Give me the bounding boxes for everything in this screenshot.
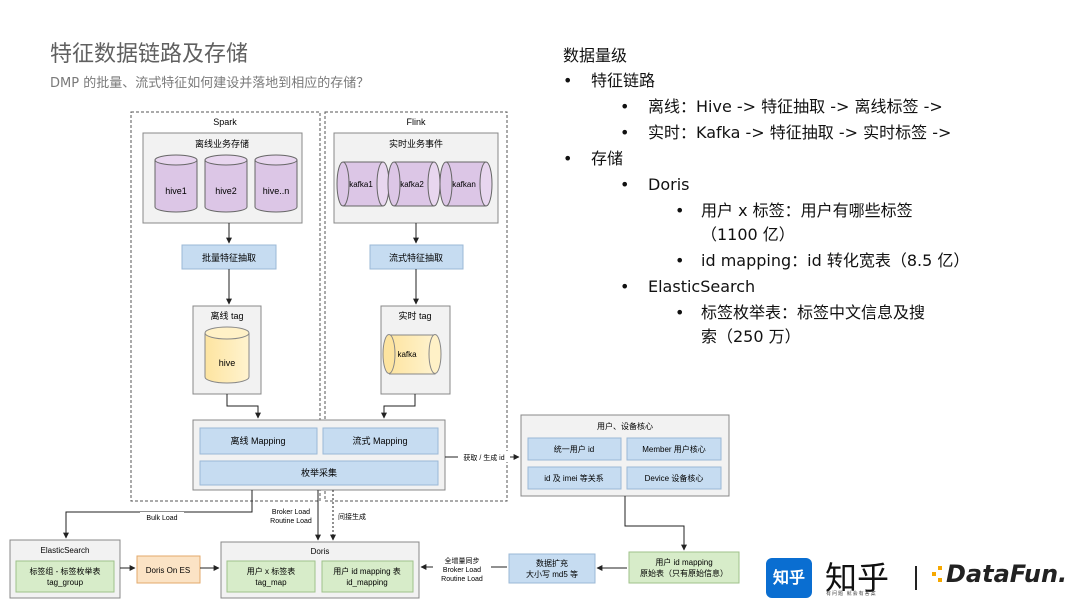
- doris-id-mapping-box: [321, 560, 414, 593]
- svg-text:Device 设备核心: Device 设备核心: [645, 473, 704, 483]
- svg-text:用户 id mapping: 用户 id mapping: [655, 557, 712, 567]
- stream-extract-label: 流式特征抽取: [389, 252, 443, 263]
- data-expand-box: [508, 553, 596, 584]
- edge-fetch-id: 获取 / 生成 id: [463, 453, 504, 462]
- edge-routine-load-2: Routine Load: [441, 576, 483, 583]
- zhihu-logo-icon: 知乎: [766, 558, 812, 598]
- bullet-icon: •: [620, 97, 630, 116]
- svg-text:大小写 md5 等: 大小写 md5 等: [526, 569, 578, 579]
- offline-store-title: 离线业务存储: [195, 138, 249, 149]
- spark-container: [130, 111, 321, 502]
- edge-routine-load-1: Routine Load: [270, 518, 312, 525]
- bullet-icon: •: [563, 71, 573, 90]
- svg-text:hive..n: hive..n: [263, 186, 290, 196]
- es-title: ElasticSearch: [41, 546, 90, 555]
- svg-text:hive1: hive1: [165, 186, 187, 196]
- svg-text:tag_group: tag_group: [47, 578, 84, 587]
- page-subtitle: DMP 的批量、流式特征如何建设并落地到相应的存储？: [50, 76, 370, 91]
- kafka1-cylinder: kafka1: [336, 161, 390, 207]
- zhihu-slogan: 有问题 就会有答案: [826, 591, 877, 597]
- edge-bulk-load: Bulk Load: [146, 515, 177, 522]
- es-tag-group-box: [15, 560, 115, 593]
- hive2-cylinder: hive2: [204, 154, 248, 213]
- svg-text:Member 用户核心: Member 用户核心: [642, 444, 706, 454]
- user-core-item-1: [527, 437, 622, 461]
- svg-text:kafkan: kafkan: [452, 180, 476, 189]
- edge-indirect: 间接生成: [338, 512, 366, 521]
- spark-label: Spark: [213, 117, 237, 127]
- offline-tag-title: 离线 tag: [210, 310, 243, 321]
- svg-text:标签组 - 标签枚举表: 标签组 - 标签枚举表: [29, 566, 100, 576]
- edge-full-sync: 全增量同步: [445, 556, 480, 565]
- bullet-icon: •: [620, 277, 630, 296]
- realtime-store-title: 实时业务事件: [389, 138, 443, 149]
- svg-text:原始表（只有原始信息）: 原始表（只有原始信息）: [640, 568, 728, 578]
- svg-text:hive: hive: [219, 358, 236, 368]
- kafka-tag-cylinder: kafka: [382, 334, 442, 375]
- brand-divider: [915, 566, 917, 590]
- offline-mapping-label: 离线 Mapping: [230, 435, 285, 446]
- flink-label: Flink: [406, 117, 426, 127]
- svg-text:kafka1: kafka1: [349, 180, 373, 189]
- id-mapping-raw-box: [628, 551, 740, 584]
- batch-extract-box: [181, 244, 277, 270]
- svg-text:tag_map: tag_map: [255, 578, 287, 587]
- bullet-icon: •: [675, 201, 685, 220]
- bullet-icon: •: [620, 175, 630, 194]
- hive-tag-cylinder: hive: [204, 326, 250, 384]
- svg-text:用户 id mapping 表: 用户 id mapping 表: [333, 566, 401, 576]
- user-core-item-4: [626, 466, 722, 490]
- svg-text:kafka2: kafka2: [400, 180, 424, 189]
- zhihu-wordmark: 知乎: [825, 559, 890, 597]
- bullet-icon: •: [620, 123, 630, 142]
- svg-text:数据扩充: 数据扩充: [536, 558, 568, 568]
- datafun-dot-icon: [932, 572, 936, 576]
- flink-container: [324, 111, 508, 502]
- enum-collect-box: [199, 460, 439, 486]
- doris-tag-map-box: [226, 560, 316, 593]
- datafun-logo: DataFun.: [946, 560, 1068, 588]
- hive1-cylinder: hive1: [154, 154, 198, 213]
- datafun-dot-icon: [938, 578, 942, 582]
- stream-mapping-label: 流式 Mapping: [352, 435, 407, 446]
- enum-collect-label: 枚举采集: [301, 467, 337, 478]
- doris-title: Doris: [311, 547, 330, 556]
- doris-on-es-box: [136, 555, 201, 584]
- hiven-cylinder: hive..n: [254, 154, 298, 213]
- svg-text:id 及 imei 等关系: id 及 imei 等关系: [544, 473, 604, 483]
- bullet-icon: •: [563, 149, 573, 168]
- kafkan-cylinder: kafkan: [439, 161, 493, 207]
- doris-on-es-label: Doris On ES: [146, 566, 190, 575]
- svg-text:hive2: hive2: [215, 186, 237, 196]
- svg-text:用户 x 标签表: 用户 x 标签表: [247, 566, 295, 576]
- edge-broker-load-2: Broker Load: [443, 567, 481, 574]
- svg-text:统一用户 id: 统一用户 id: [554, 444, 594, 454]
- page-title: 特征数据链路及存储: [50, 42, 249, 67]
- edge-broker-load-1: Broker Load: [272, 509, 310, 516]
- svg-text:id_mapping: id_mapping: [346, 578, 387, 587]
- stream-mapping-box: [322, 427, 439, 455]
- svg-text:kafka: kafka: [397, 350, 417, 359]
- notes-heading: 数据量级: [563, 46, 628, 65]
- datafun-dot-icon: [938, 566, 942, 570]
- user-core-item-2: [626, 437, 722, 461]
- user-core-item-3: [527, 466, 622, 490]
- realtime-tag-title: 实时 tag: [398, 310, 431, 321]
- bullet-icon: •: [675, 303, 685, 322]
- batch-extract-label: 批量特征抽取: [202, 252, 256, 263]
- user-core-title: 用户、设备核心: [597, 421, 653, 431]
- kafka2-cylinder: kafka2: [387, 161, 441, 207]
- bullet-icon: •: [675, 251, 685, 270]
- offline-mapping-box: [199, 427, 318, 455]
